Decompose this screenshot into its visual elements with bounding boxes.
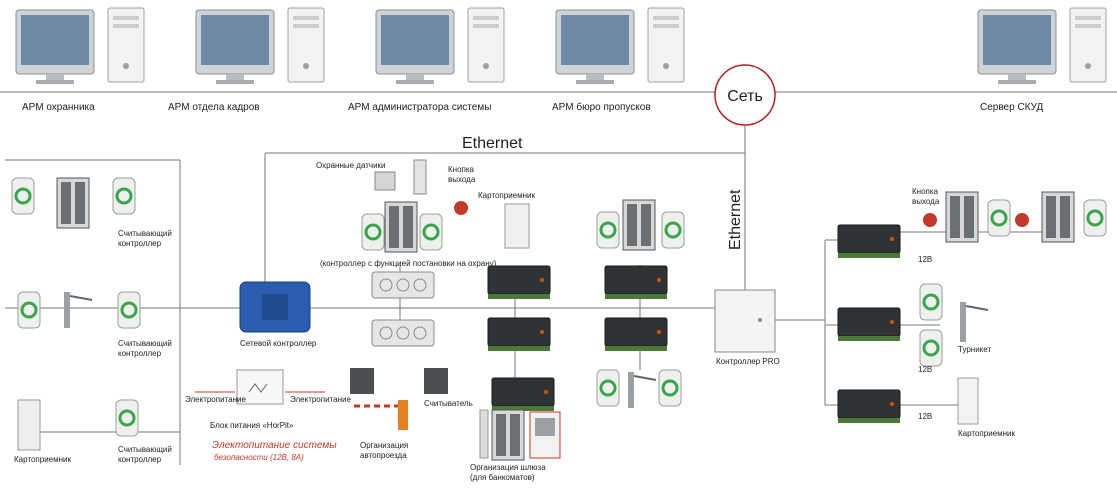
card-collector-right [957, 377, 979, 425]
workstation-server [977, 7, 1107, 85]
exit-button-right-1 [923, 213, 937, 227]
reader-parking [350, 368, 374, 394]
label-line: (для банкоматов) [470, 473, 535, 482]
workstation-guard [15, 7, 145, 85]
label-line: контроллер [118, 349, 162, 358]
exit-button-icon [454, 201, 468, 215]
sluice-label: Организация шлюза(для банкоматов) [470, 463, 546, 482]
reader-device [424, 368, 448, 394]
workstation-label-admin: АРМ администратора системы [348, 102, 491, 113]
connection-lines [0, 91, 1117, 465]
card-collector-center-label: Картоприемник [478, 191, 535, 200]
label-line: выхода [912, 197, 940, 206]
ethernet-label-vertical: Ethernet [727, 189, 744, 250]
turnstile-right [960, 302, 989, 342]
sensor-magnetic [413, 159, 427, 195]
card-collector-center [504, 203, 530, 249]
turnstile-center [628, 372, 657, 408]
label-line: выхода [448, 175, 476, 184]
card-collector-left-label: Картоприемник [14, 455, 71, 464]
security-sensors-label: Охранные датчики [316, 161, 386, 170]
power-unit-wave [248, 383, 268, 393]
card-collector-left [17, 399, 41, 451]
reader-label: Считыватель [424, 399, 473, 408]
exit-button-right-2 [1015, 213, 1029, 227]
workstation-label-hr: АРМ отдела кадров [168, 102, 260, 113]
arming-controller-label: (контроллер с функцией постановки на охр… [320, 259, 497, 268]
voltage-label-3: 12В [918, 412, 932, 421]
workstation-label-pass-office: АРМ бюро пропусков [552, 101, 651, 113]
label-line: контроллер [118, 239, 162, 248]
workstation-label-guard: АРМ охранника [22, 102, 95, 113]
power-unit [236, 369, 284, 405]
parking-barrier [354, 400, 408, 430]
ethernet-label-top: Ethernet [462, 135, 523, 152]
workstation-admin [375, 7, 505, 85]
network-hub [714, 64, 776, 126]
turnstile-label: Турникет [958, 345, 991, 354]
controller-pro [714, 289, 776, 353]
workstation-pass-office [555, 7, 685, 85]
workstation-hr [195, 7, 325, 85]
sluice-group [479, 409, 561, 461]
power-left-label: Электропитание [185, 395, 246, 404]
power-subtitle: безопасности (12В, 8А) [214, 453, 304, 462]
network-controller-label: Сетевой контроллер [240, 339, 317, 348]
power-title: Электопитание системы [212, 440, 337, 451]
controller-pro-led [758, 318, 762, 322]
label-line: контроллер [118, 455, 162, 464]
power-unit-label: Блок питания «HorPit» [210, 421, 294, 430]
network-controller [239, 281, 311, 333]
network-hub-label: Сеть [727, 88, 763, 105]
left-door-group [10, 176, 142, 451]
power-right-label: Электропитание [290, 395, 351, 404]
controller-pro-label: Контроллер PRO [716, 357, 780, 366]
label-line: автопроезда [360, 451, 407, 460]
turnstile-left [64, 292, 93, 328]
workstation-label-server: Сервер СКУД [980, 102, 1044, 113]
voltage-label-2: 12В [918, 365, 932, 374]
card-collector-right-label: Картоприемник [958, 429, 1015, 438]
voltage-label-1: 12В [918, 255, 932, 264]
security-sensor [374, 171, 396, 191]
